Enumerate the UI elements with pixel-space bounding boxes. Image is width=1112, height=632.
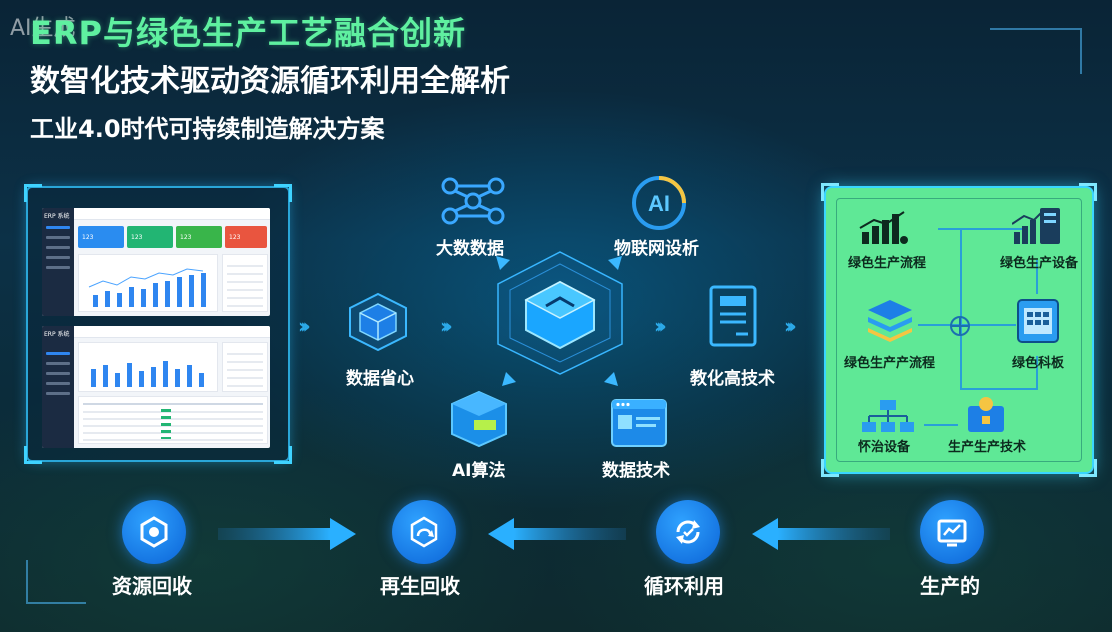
bar-growth-icon bbox=[858, 210, 912, 250]
list-panel bbox=[222, 342, 268, 392]
line-bar-chart bbox=[78, 254, 218, 312]
connector-line bbox=[960, 388, 1036, 390]
chart-graphic bbox=[91, 361, 204, 387]
monitor-chart-icon bbox=[920, 500, 984, 564]
sidebar-item bbox=[46, 236, 70, 239]
connector-line bbox=[938, 228, 1028, 230]
stat-card: 123 bbox=[78, 226, 124, 248]
bar-chart bbox=[78, 342, 218, 392]
process-device-icon bbox=[964, 396, 1008, 440]
green-item-6-label: 生产生产技术 bbox=[948, 440, 1027, 455]
sidebar-item bbox=[46, 352, 70, 355]
sidebar-item bbox=[46, 246, 70, 249]
green-item-3-label: 绿色生产产流程 bbox=[844, 356, 936, 371]
list-panel bbox=[222, 254, 268, 312]
step-4-label: 生产的 bbox=[920, 574, 980, 598]
sidebar: ERP 系统 bbox=[42, 326, 74, 448]
step-1-label: 资源回收 bbox=[112, 574, 192, 598]
central-hub-icon bbox=[490, 248, 630, 382]
frame-corner bbox=[274, 446, 292, 464]
stat-card: 123 bbox=[127, 226, 173, 248]
green-item-5-label: 怀治设备 bbox=[858, 440, 911, 455]
data-tech-label: 数据技术 bbox=[602, 461, 670, 481]
connector-line bbox=[1036, 260, 1038, 294]
topbar bbox=[74, 326, 270, 338]
regeneration-icon bbox=[392, 500, 456, 564]
arrow-left-icon bbox=[750, 516, 890, 556]
sidebar-item bbox=[46, 382, 70, 385]
frame-corner bbox=[24, 446, 42, 464]
stat-card: 123 bbox=[225, 226, 267, 248]
sidebar: ERP 系统 bbox=[42, 208, 74, 316]
sidebar-item bbox=[46, 256, 70, 259]
equipment-chart-icon bbox=[1011, 206, 1068, 250]
flow-arrow-icon: ››› bbox=[440, 314, 453, 338]
arrow-right-icon bbox=[218, 516, 358, 556]
arrow-down-left-icon bbox=[500, 368, 520, 392]
stat-card: 123 bbox=[176, 226, 222, 248]
page-title: ERP与绿色生产工艺融合创新 bbox=[30, 14, 466, 52]
chart-graphic bbox=[88, 268, 206, 307]
decor-top-right-line bbox=[990, 28, 1082, 74]
arrow-left-icon bbox=[486, 516, 626, 556]
data-table bbox=[78, 396, 268, 444]
green-item-1-label: 绿色生产流程 bbox=[848, 256, 927, 271]
page-tagline: 工业4.0时代可持续制造解决方案 bbox=[30, 115, 385, 143]
network-nodes-icon bbox=[440, 176, 506, 230]
data-center-icon bbox=[342, 290, 414, 358]
sidebar-item bbox=[46, 266, 70, 269]
frame-corner bbox=[821, 183, 839, 201]
green-item-2-label: 绿色生产设备 bbox=[1000, 256, 1079, 271]
connector-line bbox=[1036, 356, 1038, 390]
data-center-label: 数据省心 bbox=[346, 369, 414, 389]
flow-arrow-icon: ››› bbox=[784, 314, 797, 338]
frame-corner bbox=[821, 459, 839, 477]
document-icon bbox=[708, 284, 758, 352]
big-data-label: 大数数据 bbox=[436, 239, 504, 259]
frame-corner bbox=[1079, 183, 1097, 201]
green-panel-inner bbox=[836, 198, 1082, 462]
ai-box-icon bbox=[448, 388, 510, 454]
edu-tech-label: 教化高技术 bbox=[690, 369, 775, 389]
erp-dashboard-screenshot-1: ERP 系统 123 123 123 123 bbox=[42, 208, 270, 316]
step-3-label: 循环利用 bbox=[644, 574, 724, 598]
sidebar-item bbox=[46, 226, 70, 229]
arrow-up-right-icon bbox=[604, 254, 624, 278]
frame-corner bbox=[24, 184, 42, 202]
green-production-panel: 绿色生产流程 绿色生产设备 绿色生产产流程 绿色科板 怀 bbox=[821, 183, 1097, 477]
sidebar-item bbox=[46, 362, 70, 365]
connector-line bbox=[924, 424, 958, 426]
erp-logo: ERP 系统 bbox=[44, 213, 70, 220]
flow-arrow-icon: ››› bbox=[298, 314, 311, 338]
layers-stack-icon bbox=[866, 298, 914, 346]
topbar bbox=[74, 208, 270, 220]
frame-corner bbox=[274, 184, 292, 202]
arrow-down-right-icon bbox=[600, 368, 620, 392]
step-2-label: 再生回收 bbox=[380, 574, 460, 598]
arrow-up-left-icon bbox=[494, 254, 514, 278]
flow-arrow-icon: ››› bbox=[654, 314, 667, 338]
hierarchy-icon bbox=[860, 398, 916, 438]
connector-line bbox=[960, 228, 962, 388]
page-subtitle: 数智化技术驱动资源循环利用全解析 bbox=[30, 64, 510, 99]
browser-window-icon bbox=[610, 398, 668, 452]
green-item-4-label: 绿色科板 bbox=[1012, 356, 1065, 371]
frame-corner bbox=[1079, 459, 1097, 477]
erp-logo: ERP 系统 bbox=[44, 331, 70, 338]
ai-algo-label: AI算法 bbox=[452, 461, 506, 481]
sidebar-item bbox=[46, 372, 70, 375]
svg-text:AI: AI bbox=[648, 191, 670, 216]
tablet-icon bbox=[1016, 298, 1060, 348]
junction-icon bbox=[948, 314, 972, 342]
ai-badge-icon: AI bbox=[630, 174, 688, 236]
watermark: AI生成 bbox=[10, 16, 76, 41]
sidebar-item bbox=[46, 392, 70, 395]
resource-recycle-icon bbox=[122, 500, 186, 564]
cycle-icon bbox=[656, 500, 720, 564]
iot-label: 物联网设析 bbox=[614, 239, 699, 259]
decor-bottom-left-line bbox=[26, 560, 86, 604]
erp-dashboard-screenshot-2: ERP 系统 bbox=[42, 326, 270, 448]
